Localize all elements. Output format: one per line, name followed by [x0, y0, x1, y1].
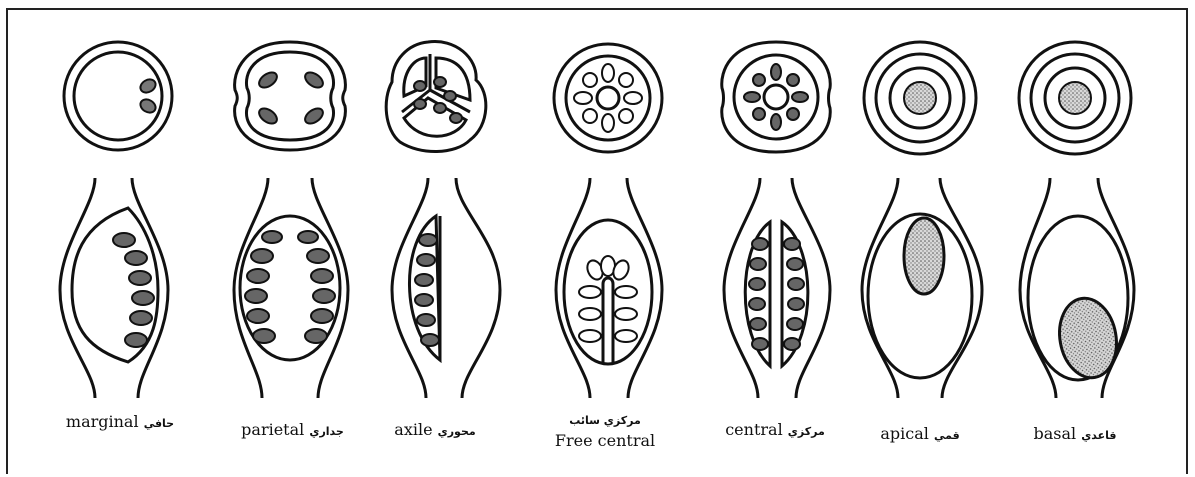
- basal-longitudinal-section: [1020, 178, 1134, 398]
- label-basal: basal قاعدي: [1020, 424, 1130, 443]
- axile-cross-section: [386, 41, 486, 151]
- free-central-cross-section: [554, 44, 662, 152]
- label-apical: apical قمي: [865, 424, 975, 443]
- apical-cross-section: [864, 42, 976, 154]
- label-marginal: marginal حافي: [30, 412, 210, 431]
- central-longitudinal-section: [724, 178, 830, 398]
- label-central: central مركزي: [700, 420, 850, 439]
- parietal-cross-section: [235, 42, 346, 150]
- marginal-cross-section: [64, 42, 172, 150]
- label-free-central: مركزي سائب Free central: [530, 414, 680, 450]
- axile-longitudinal-section: [392, 178, 500, 398]
- free-central-longitudinal-section: [556, 178, 662, 398]
- label-parietal: parietal جداري: [215, 420, 370, 439]
- label-axile: axile محوري: [370, 420, 500, 439]
- parietal-longitudinal-section: [234, 178, 348, 398]
- basal-cross-section: [1019, 42, 1131, 154]
- marginal-longitudinal-section: [60, 178, 168, 398]
- apical-longitudinal-section: [862, 178, 982, 398]
- central-cross-section: [722, 42, 830, 152]
